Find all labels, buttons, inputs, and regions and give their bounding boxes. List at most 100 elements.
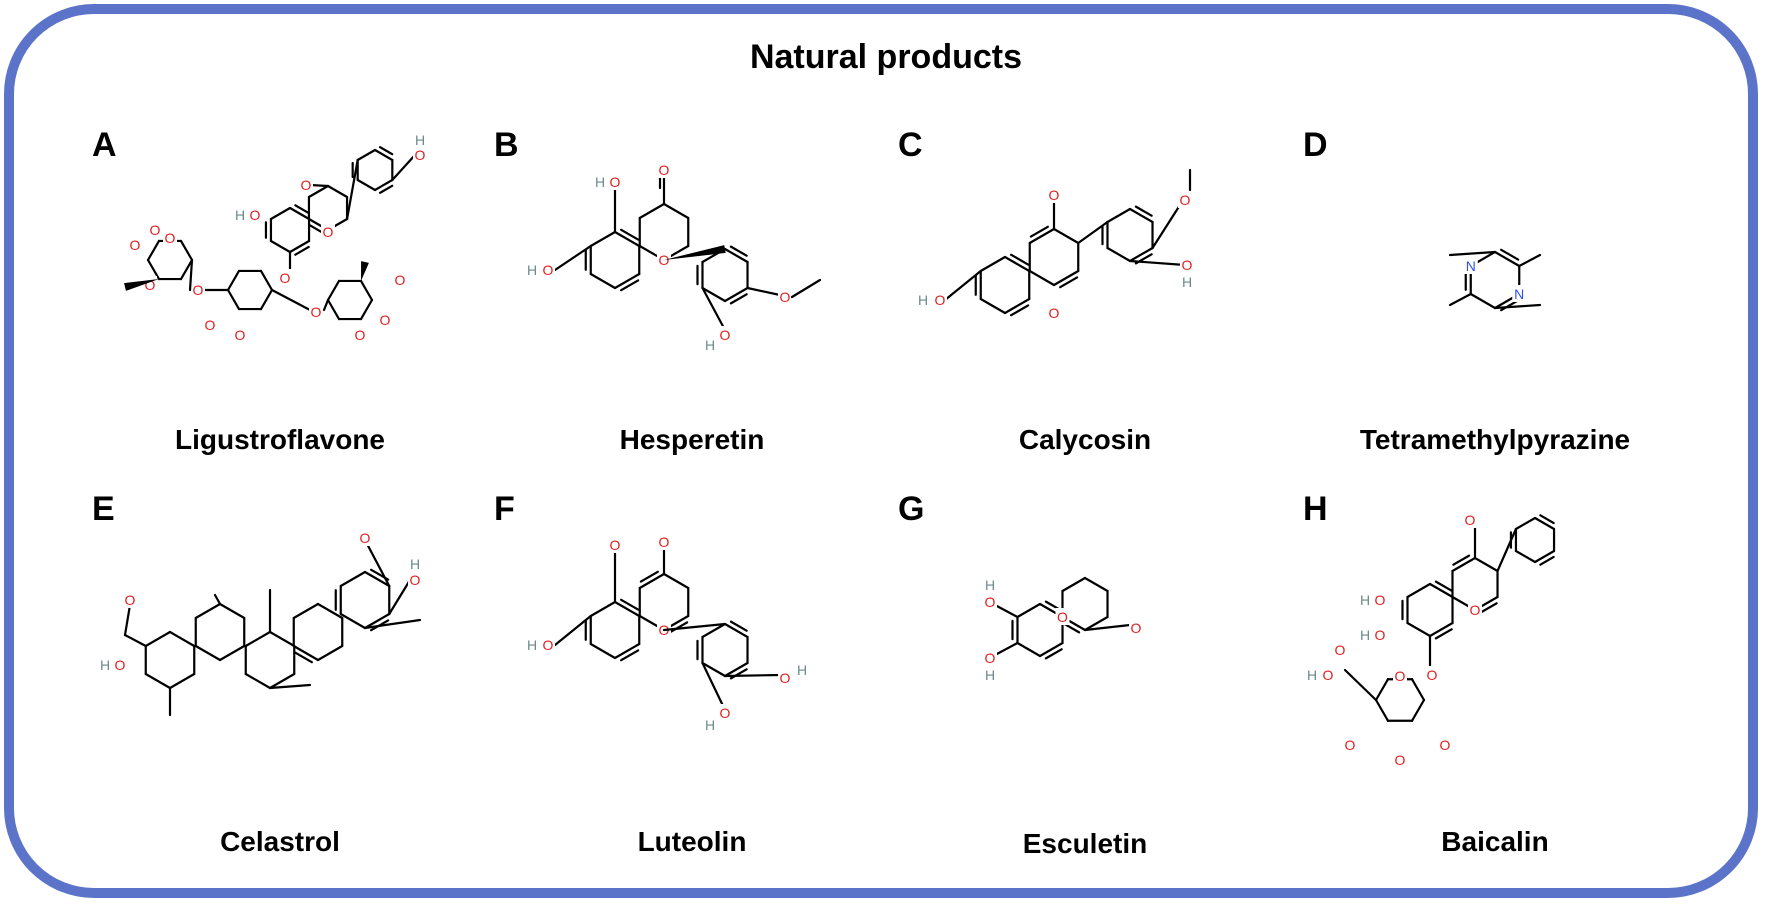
atom-mask: [525, 636, 539, 653]
atom-mask: [1373, 591, 1387, 608]
atom-mask: [278, 269, 292, 286]
bond: [729, 293, 748, 305]
atom-label: O: [1375, 592, 1386, 608]
bond: [188, 258, 194, 292]
bond: [979, 255, 1007, 273]
atom-mask: [1393, 667, 1407, 684]
panel-letter-d: D: [1303, 126, 1328, 164]
bond: [268, 672, 296, 690]
atom-mask: [1463, 511, 1477, 528]
atom-mask: [413, 131, 427, 148]
atom-label: O: [280, 270, 291, 286]
bond: [293, 651, 313, 664]
bond: [723, 622, 749, 639]
atom-label: H: [705, 337, 715, 353]
bond: [356, 148, 377, 162]
atom-mask: [1180, 273, 1194, 290]
bond: [363, 618, 422, 630]
bond: [1077, 220, 1109, 245]
atom-label: O: [1182, 257, 1193, 273]
bond: [316, 644, 344, 662]
atom-label: O: [659, 252, 670, 268]
bond: [620, 649, 640, 662]
atom-mask: [541, 636, 555, 653]
bond: [339, 612, 367, 630]
bond: [307, 184, 330, 199]
bond: [589, 230, 617, 248]
bond: [1010, 304, 1030, 317]
atom-mask: [1393, 751, 1407, 768]
bond: [1083, 615, 1109, 632]
atom-mask: [593, 173, 607, 190]
atom-label: O: [360, 530, 371, 546]
bond: [1059, 276, 1079, 289]
atom-mask: [1178, 191, 1192, 208]
bond: [662, 572, 690, 590]
bond: [123, 603, 132, 637]
atom-mask: [393, 271, 407, 288]
bond: [359, 298, 374, 321]
bond: [144, 672, 172, 690]
compound-name-g: Esculetin: [1022, 828, 1148, 859]
bond: [1374, 698, 1390, 722]
atom-label: H: [985, 667, 995, 683]
bond: [1010, 253, 1030, 266]
bond: [363, 612, 391, 630]
wedge-bond: [361, 261, 369, 281]
atom-label: O: [323, 224, 334, 240]
atom-mask: [1321, 666, 1335, 683]
bond: [613, 600, 641, 618]
bond: [146, 258, 161, 281]
bond: [1128, 259, 1187, 267]
atom-label: H: [595, 174, 605, 190]
atom-mask: [1343, 736, 1357, 753]
atom-label: H: [527, 637, 537, 653]
bond: [269, 206, 292, 221]
bond: [1106, 246, 1132, 263]
bond: [589, 272, 617, 290]
bond: [620, 228, 640, 241]
panel-letter-h: H: [1303, 490, 1328, 528]
atom-mask: [608, 536, 622, 553]
atom-label: H: [985, 577, 995, 593]
bond: [1452, 554, 1471, 566]
atom-label: O: [311, 304, 322, 320]
bond: [1003, 255, 1031, 273]
atom-mask: [778, 288, 792, 305]
atom-label: H: [1307, 667, 1317, 683]
bond: [268, 630, 296, 648]
compound-name-b: Hesperetin: [619, 424, 765, 455]
bond: [1428, 621, 1454, 638]
bond: [1128, 207, 1154, 224]
atom-label: O: [205, 317, 216, 333]
bond: [378, 184, 394, 194]
atom-mask: [413, 146, 427, 163]
atom-label: O: [355, 327, 366, 343]
atom-mask: [1358, 591, 1372, 608]
atom-label: O: [935, 292, 946, 308]
bond: [1448, 292, 1472, 307]
atom-label: O: [720, 705, 731, 721]
bond: [373, 178, 394, 192]
atom-mask: [703, 336, 717, 353]
atom-mask: [378, 311, 392, 328]
atom-label: O: [1057, 609, 1068, 625]
bond: [1128, 246, 1154, 263]
bond: [1052, 269, 1080, 287]
bond: [1428, 582, 1454, 599]
atom-label: O: [395, 272, 406, 288]
atom-mask: [233, 326, 247, 343]
bond: [723, 673, 782, 678]
structure-tetramethylpyrazine: NN: [1448, 248, 1542, 312]
bond: [1493, 303, 1542, 310]
atom-label: H: [1360, 592, 1370, 608]
atom-mask: [657, 251, 671, 268]
bond: [701, 286, 727, 303]
atom-mask: [657, 161, 671, 178]
atom-label: O: [985, 650, 996, 666]
compound-name-f: Luteolin: [637, 826, 747, 857]
bond: [589, 642, 617, 660]
atom-label: O: [1335, 642, 1346, 658]
atom-label: O: [543, 262, 554, 278]
